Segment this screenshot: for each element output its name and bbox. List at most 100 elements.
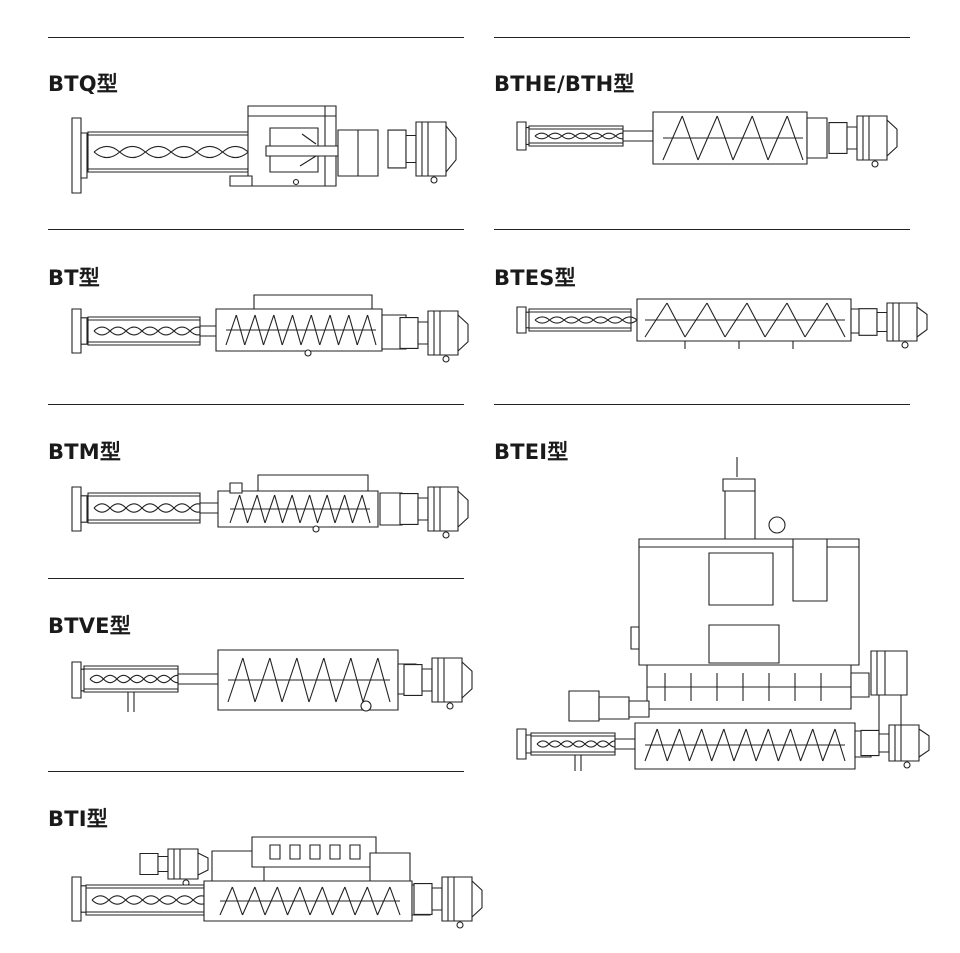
model-label-btm: BTM型 (48, 440, 122, 464)
screw-flight (734, 729, 756, 761)
rotor-curve (94, 504, 206, 512)
drive-shaft (615, 739, 635, 749)
screw-flight (363, 658, 390, 702)
end-flange (72, 487, 81, 531)
motor-fan-cover (446, 126, 456, 172)
btei-window-lower (709, 625, 779, 663)
btei-bottom-trough (635, 723, 855, 769)
rotor-curve (94, 146, 274, 157)
model-label-bthe: BTHE/BTH型 (494, 72, 635, 96)
end-flange (517, 729, 526, 759)
screw-flight (698, 116, 733, 160)
rotor-curve (90, 675, 184, 682)
motor-body (857, 116, 887, 160)
screw-flight (645, 729, 667, 761)
rotor-curve (535, 317, 637, 323)
btei-trough-bearing (851, 673, 869, 697)
motor-foot-bolt (447, 703, 453, 709)
bthe-bearing (807, 118, 827, 158)
screw-flight (667, 729, 689, 761)
screw-flight (265, 887, 288, 915)
btq-drain-plug (294, 180, 299, 185)
coupling (879, 734, 889, 752)
coupling (432, 888, 442, 910)
motor-foot-bolt (904, 762, 910, 768)
rotor-curve (94, 327, 206, 335)
screw-flight (355, 887, 378, 915)
divider-left-4 (48, 578, 464, 579)
model-label-btq: BTQ型 (48, 72, 118, 96)
model-label-btes: BTES型 (494, 266, 576, 290)
screw-flight (248, 495, 266, 523)
coupling (422, 669, 432, 691)
btei-main-motor (871, 651, 907, 695)
motor-foot-bolt (443, 532, 449, 538)
btei-window-upper (709, 553, 773, 605)
screw-flight (318, 495, 336, 523)
screw-flight (353, 495, 371, 523)
coupling (418, 498, 428, 520)
screw-flight (264, 315, 283, 345)
flange-neck (81, 133, 87, 178)
divider-left-2 (48, 229, 464, 230)
screw-flight (357, 315, 376, 345)
motor-body (887, 303, 917, 341)
rotor-curve (94, 327, 206, 335)
screw-flight (725, 303, 765, 337)
bthe-pump-drawing (515, 104, 915, 174)
screw-flight (265, 495, 283, 523)
bti-hopper-window (330, 845, 340, 859)
btm-drain-plug (313, 526, 319, 532)
motor-foot-bolt (872, 161, 878, 167)
rotor-curve (535, 133, 629, 139)
motor-body (428, 311, 458, 355)
drive-shaft (266, 146, 350, 156)
screw-flight (288, 887, 311, 915)
end-flange (72, 309, 81, 353)
drive-shaft (178, 674, 218, 684)
btve-pump-drawing (70, 644, 470, 720)
btm-bearing (380, 493, 402, 525)
bti-upper-drive (370, 853, 410, 883)
btei-left-coupling (629, 701, 649, 717)
bt-hopper-top (254, 295, 372, 309)
screw-flight (283, 495, 301, 523)
gearbox (414, 884, 432, 915)
motor-body (416, 122, 446, 176)
end-flange (72, 662, 81, 698)
divider-right-2 (494, 229, 910, 230)
coupling (877, 313, 887, 332)
coupling (158, 857, 168, 872)
bti-hopper-window (350, 845, 360, 859)
bt-pump-drawing (70, 293, 470, 363)
btq-pump-drawing (70, 100, 470, 200)
screw-flight (339, 315, 358, 345)
gearbox (400, 494, 418, 525)
screw-flight (823, 729, 845, 761)
bti-hopper-window (270, 845, 280, 859)
screw-flight (226, 315, 245, 345)
bt-drain-plug (305, 350, 311, 356)
stator-tube (88, 132, 268, 172)
motor-fan-cover (458, 315, 468, 351)
model-label-bti: BTI型 (48, 807, 108, 831)
screw-flight (309, 658, 336, 702)
end-flange (72, 118, 81, 193)
stator-tube (86, 885, 204, 915)
flange-neck (81, 496, 87, 522)
screw-flight (220, 887, 243, 915)
screw-flight (765, 303, 805, 337)
screw-flight (778, 729, 800, 761)
screw-flight (768, 116, 803, 160)
end-flange (517, 122, 526, 150)
bti-pump-drawing (70, 835, 470, 930)
gearbox (829, 123, 847, 154)
screw-flight (282, 658, 309, 702)
screw-flight (230, 495, 248, 523)
screw-flight (685, 303, 725, 337)
motor-foot-bolt (431, 177, 437, 183)
gearbox (861, 730, 879, 755)
motor-foot-bolt (443, 356, 449, 362)
rotor-curve (537, 741, 621, 747)
btq-mixer-paddle (300, 134, 316, 166)
